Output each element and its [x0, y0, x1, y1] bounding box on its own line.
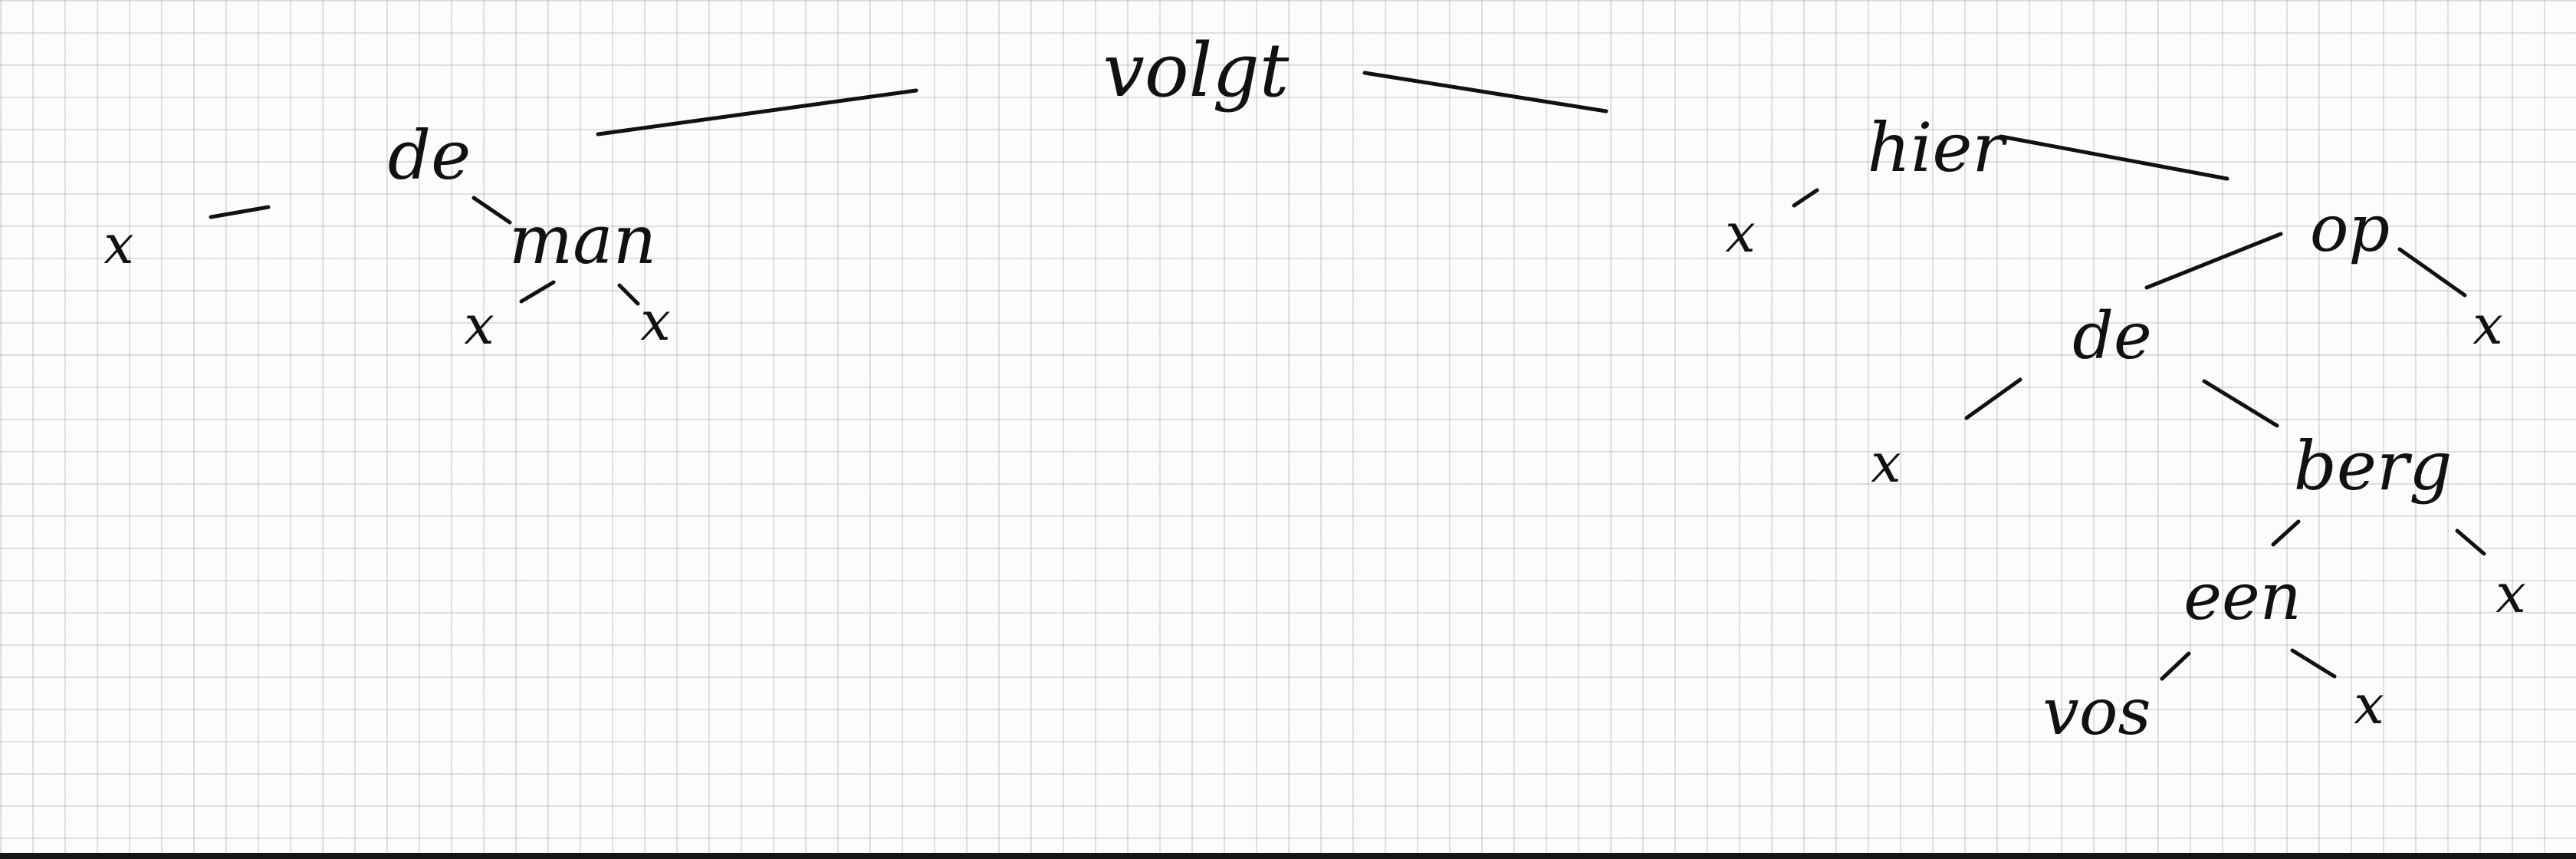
node-de2: de	[2072, 298, 2151, 374]
node-berg: berg	[2294, 426, 2453, 505]
node-x4: x	[1725, 202, 1755, 265]
node-hier: hier	[1868, 108, 2009, 187]
node-man: man	[509, 200, 657, 279]
edge-berg-een	[2271, 519, 2301, 547]
tree-edges	[209, 71, 2486, 681]
edge-de1-x1	[209, 205, 271, 219]
node-volgt: volgt	[1103, 28, 1290, 114]
edge-volgt-de1	[596, 88, 918, 137]
edge-een-x8	[2290, 648, 2337, 679]
edge-volgt-hier	[1362, 71, 1608, 114]
edge-de2-x5	[1964, 377, 2022, 420]
node-x3: x	[640, 290, 670, 353]
node-op: op	[2310, 191, 2390, 266]
edge-de2-berg	[2202, 379, 2279, 428]
edge-een-vos	[2160, 651, 2191, 681]
edge-op-x6	[2397, 247, 2467, 298]
edge-hier-x4	[1792, 188, 1819, 208]
node-vos: vos	[2042, 674, 2150, 749]
node-x1: x	[104, 213, 133, 276]
edge-hier-op	[1999, 134, 2229, 181]
node-x5: x	[1871, 432, 1901, 495]
edge-berg-x7	[2455, 528, 2486, 556]
node-een: een	[2183, 559, 2302, 634]
edge-de1-man	[472, 196, 512, 225]
node-x7: x	[2496, 562, 2525, 625]
edge-man-x2	[519, 280, 556, 304]
node-x8: x	[2354, 673, 2384, 736]
node-de1: de	[388, 116, 471, 195]
node-x2: x	[464, 294, 494, 357]
node-x6: x	[2472, 294, 2502, 357]
page-bottom-edge	[0, 853, 2576, 859]
edge-op-de2	[2144, 232, 2283, 290]
edge-man-x3	[617, 283, 640, 306]
